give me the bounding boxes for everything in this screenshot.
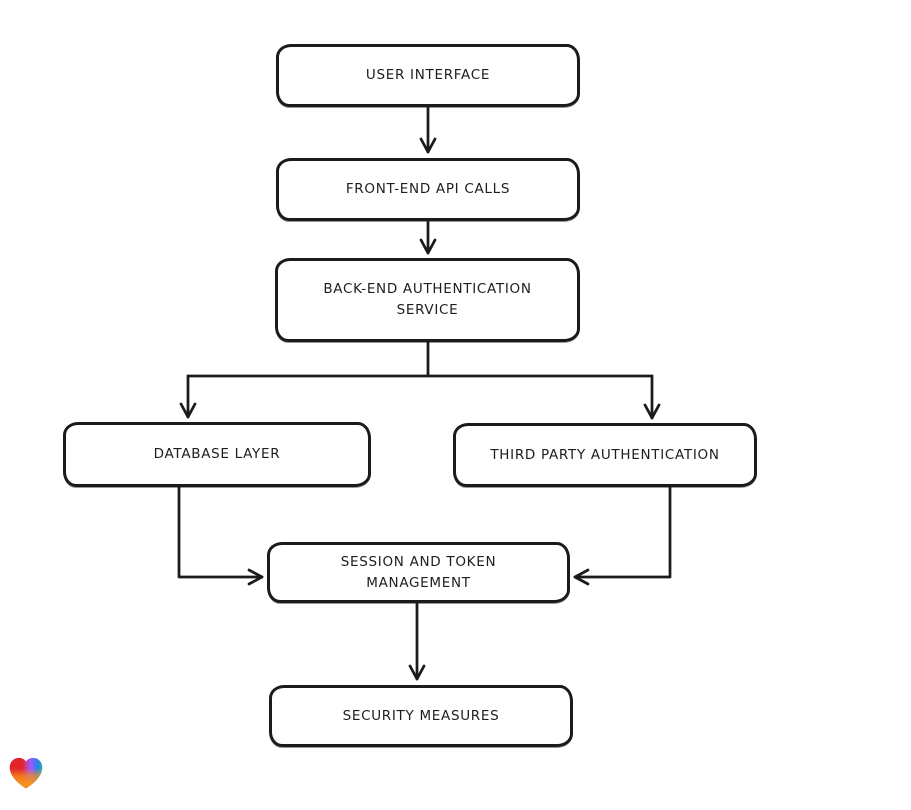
heart-gradient-logo-icon[interactable]	[8, 756, 44, 790]
edge-back-end-branch-trunk	[186, 340, 654, 378]
node-session-and-token-management[interactable]: SESSION AND TOKEN MANAGEMENT	[267, 542, 570, 603]
node-label: USER INTERFACE	[365, 67, 491, 84]
node-label: DATABASE LAYER	[153, 446, 281, 463]
node-label: THIRD PARTY AUTHENTICATION	[490, 446, 720, 463]
node-label: BACK-END AUTHENTICATION SERVICE	[323, 281, 532, 318]
node-database-layer[interactable]: DATABASE LAYER	[63, 422, 371, 487]
node-user-interface[interactable]: USER INTERFACE	[276, 44, 580, 107]
edge-third-party-to-session	[573, 485, 672, 586]
node-label: FRONT-END API CALLS	[345, 181, 511, 198]
node-label: SESSION AND TOKEN MANAGEMENT	[340, 553, 497, 591]
node-security-measures[interactable]: SECURITY MEASURES	[269, 685, 573, 747]
node-label: SECURITY MEASURES	[342, 707, 500, 724]
node-back-end-authentication-service[interactable]: BACK-END AUTHENTICATION SERVICE	[275, 258, 580, 342]
node-third-party-authentication[interactable]: THIRD PARTY AUTHENTICATION	[453, 423, 757, 487]
node-front-end-api-calls[interactable]: FRONT-END API CALLS	[276, 158, 580, 221]
edge-database-to-session	[177, 485, 264, 586]
